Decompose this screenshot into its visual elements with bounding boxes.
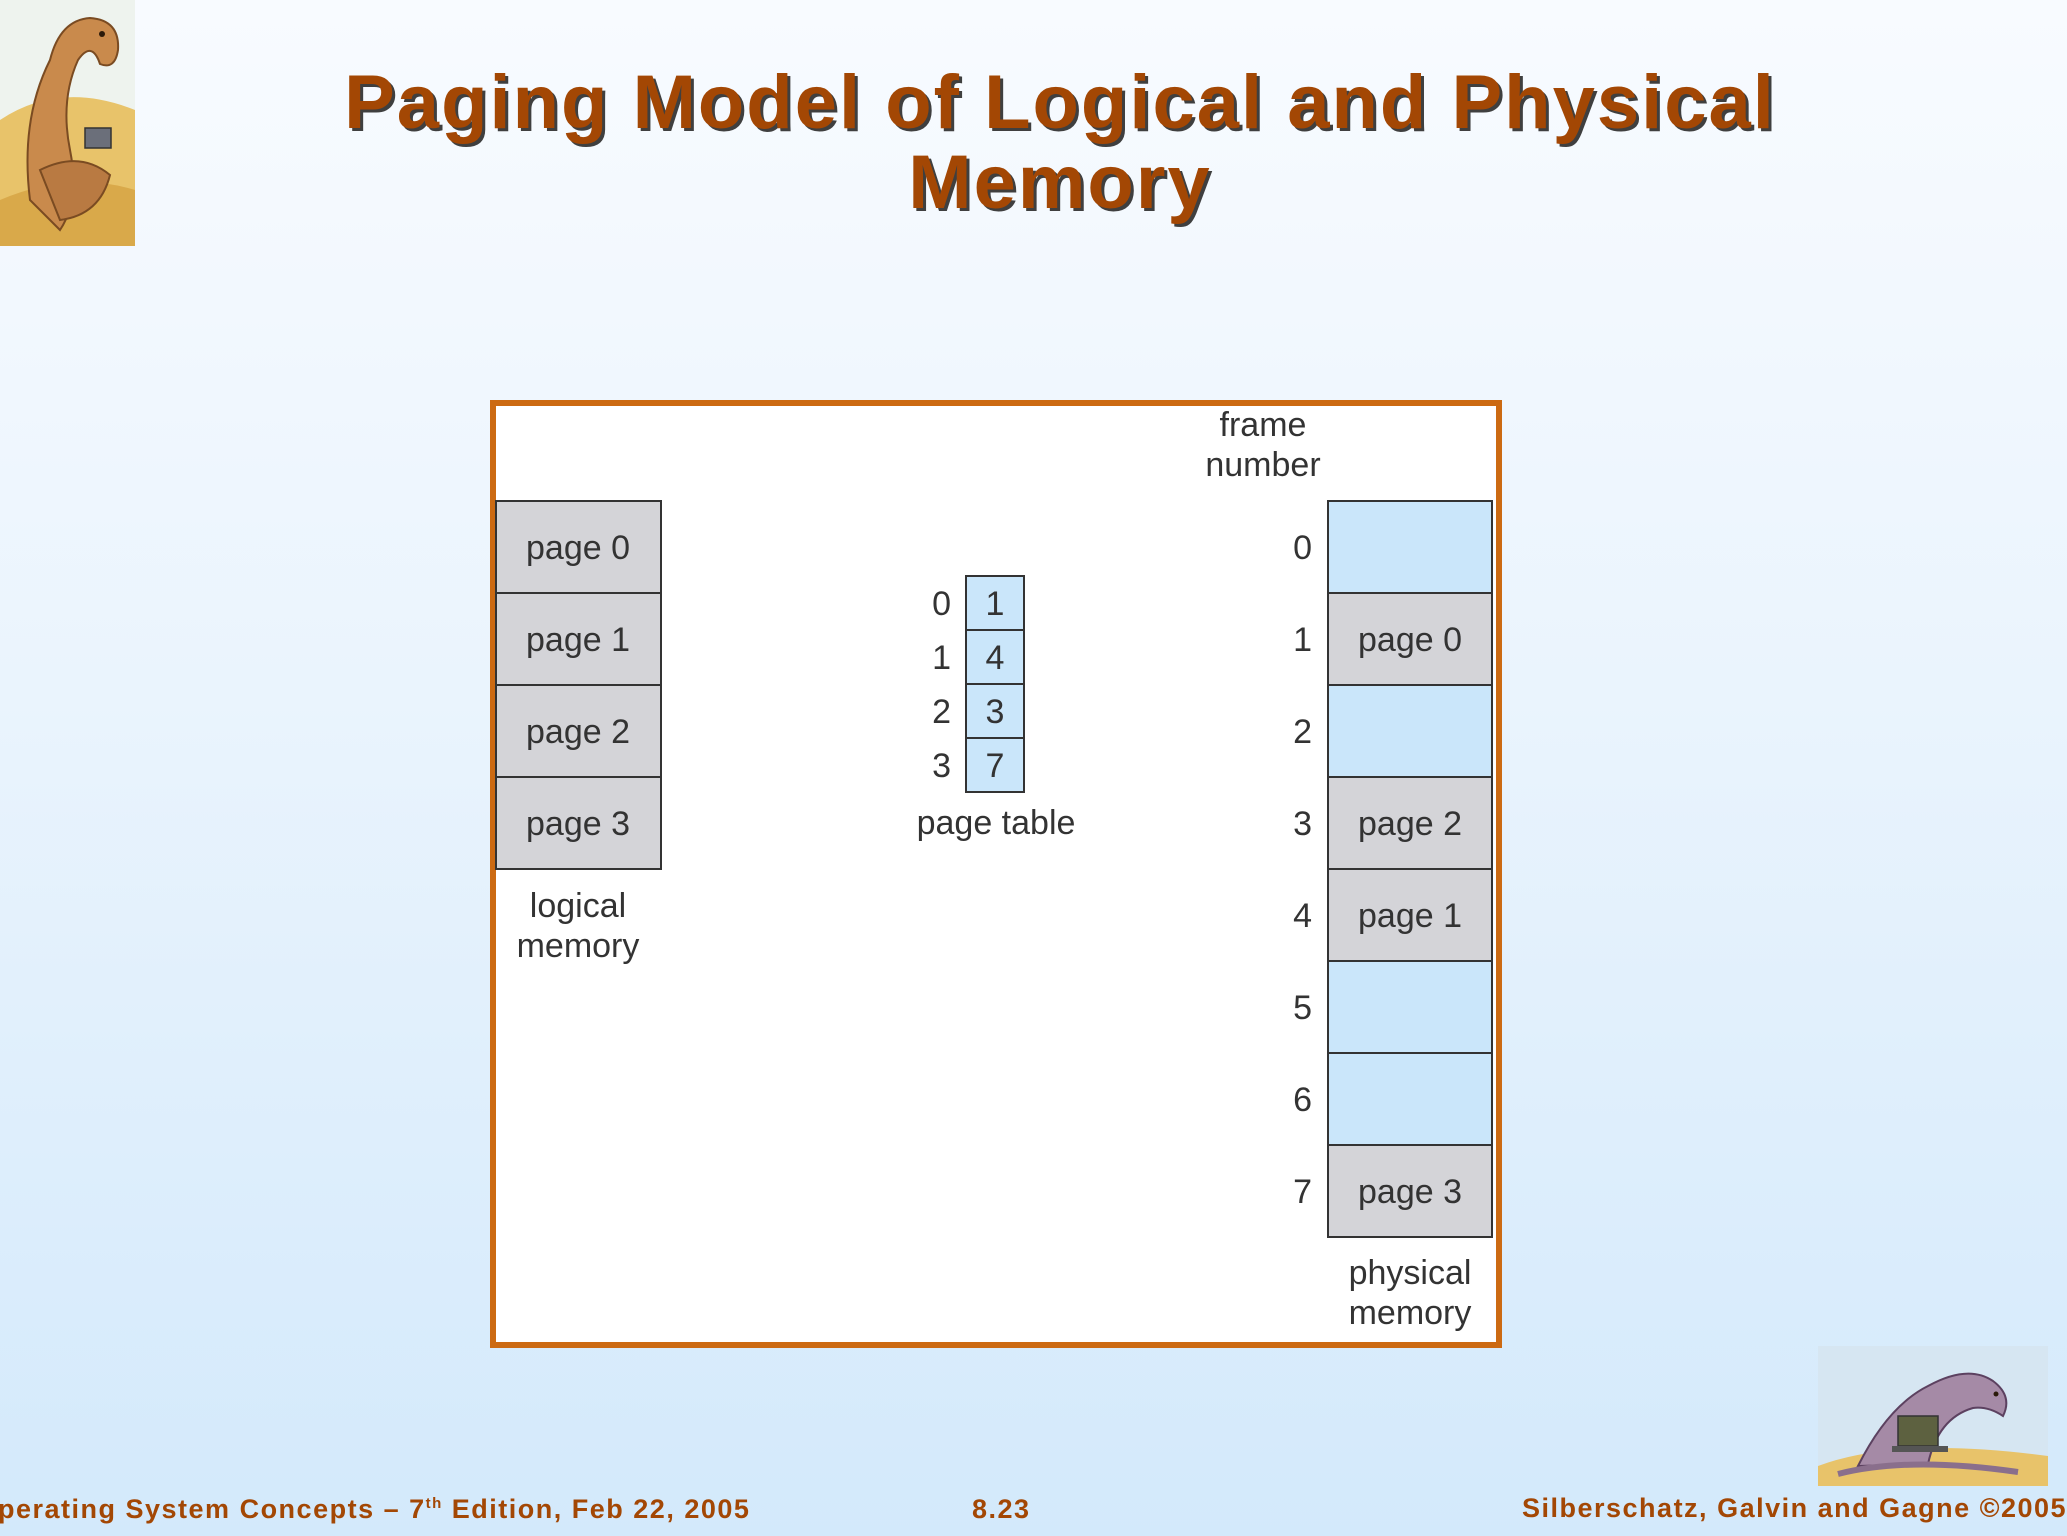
paging-figure: page 0 page 1 page 2 page 3 logical memo… (490, 400, 1502, 1348)
title-line-1: Paging Model of Logical and Physical (344, 59, 1776, 145)
page-table-label: page table (917, 804, 1076, 842)
logical-page-block (495, 684, 662, 778)
frame-number-header: number (1205, 446, 1320, 484)
frame-number: 0 (1293, 529, 1312, 567)
physical-frame-free (1327, 500, 1493, 594)
frame-number-header: frame (1220, 406, 1307, 444)
page-table-frame: 4 (986, 639, 1005, 677)
logical-page-label: page 1 (526, 621, 630, 659)
physical-memory: frame number 0 1 2 3 4 5 6 7 page 0 page… (1205, 406, 1493, 1332)
frame-number: 6 (1293, 1081, 1312, 1119)
logical-memory: page 0 page 1 page 2 page 3 logical memo… (495, 500, 662, 965)
page-table-index: 0 (932, 585, 951, 623)
physical-memory-label: physical (1349, 1254, 1472, 1292)
footer-authors: Silberschatz, Galvin and Gagne ©2005 (1522, 1493, 2067, 1523)
physical-frame-used (1327, 776, 1493, 870)
logical-memory-label: memory (517, 927, 640, 965)
logical-page-label: page 3 (526, 805, 630, 843)
page-table: 0 1 2 3 1 4 3 7 page table (917, 575, 1076, 842)
page-table-frame: 3 (986, 693, 1005, 731)
logical-page-block (495, 500, 662, 594)
physical-frame-free (1327, 1052, 1493, 1146)
frame-number: 7 (1293, 1173, 1312, 1211)
logical-page-label: page 0 (526, 529, 630, 567)
physical-frame-used (1327, 592, 1493, 686)
dinosaur-laptop-illustration (1818, 1346, 2048, 1486)
frame-number: 3 (1293, 805, 1312, 843)
frame-content: page 3 (1358, 1173, 1462, 1211)
frame-content: page 0 (1358, 621, 1462, 659)
footer-book-title: perating System Concepts – 7th Edition, … (0, 1494, 750, 1525)
page-table-frame: 1 (986, 585, 1005, 623)
logical-page-label: page 2 (526, 713, 630, 751)
frame-content: page 1 (1358, 897, 1462, 935)
page-table-index: 1 (932, 639, 951, 677)
frame-number: 2 (1293, 713, 1312, 751)
footer-book-title-text: perating System Concepts – 7 (0, 1494, 426, 1524)
frame-content: page 2 (1358, 805, 1462, 843)
dinosaur-illustration (0, 0, 135, 246)
physical-frame-used (1327, 1144, 1493, 1238)
physical-frame-free (1327, 960, 1493, 1054)
page-table-index: 2 (932, 693, 951, 731)
logical-page-block (495, 776, 662, 870)
page-table-cell (965, 737, 1025, 793)
footer-slide-number: 8.23 (972, 1494, 1031, 1524)
logical-memory-label: logical (530, 887, 626, 925)
page-table-index: 3 (932, 747, 951, 785)
frame-number: 5 (1293, 989, 1312, 1027)
paging-diagram: page 0 page 1 page 2 page 3 logical memo… (495, 406, 1493, 1332)
frame-number: 4 (1293, 897, 1312, 935)
physical-frame-free (1327, 684, 1493, 778)
footer-edition-superscript: th (425, 1495, 443, 1512)
footer-edition-date: Edition, Feb 22, 2005 (442, 1494, 751, 1524)
slide-title: Paging Model of Logical and Physical Mem… (210, 59, 1910, 225)
physical-memory-label: memory (1349, 1294, 1472, 1332)
frame-number: 1 (1293, 621, 1312, 659)
logical-page-block (495, 592, 662, 686)
page-table-cell (965, 683, 1025, 739)
title-line-2: Memory (908, 139, 1212, 225)
page-table-frame: 7 (986, 747, 1005, 785)
